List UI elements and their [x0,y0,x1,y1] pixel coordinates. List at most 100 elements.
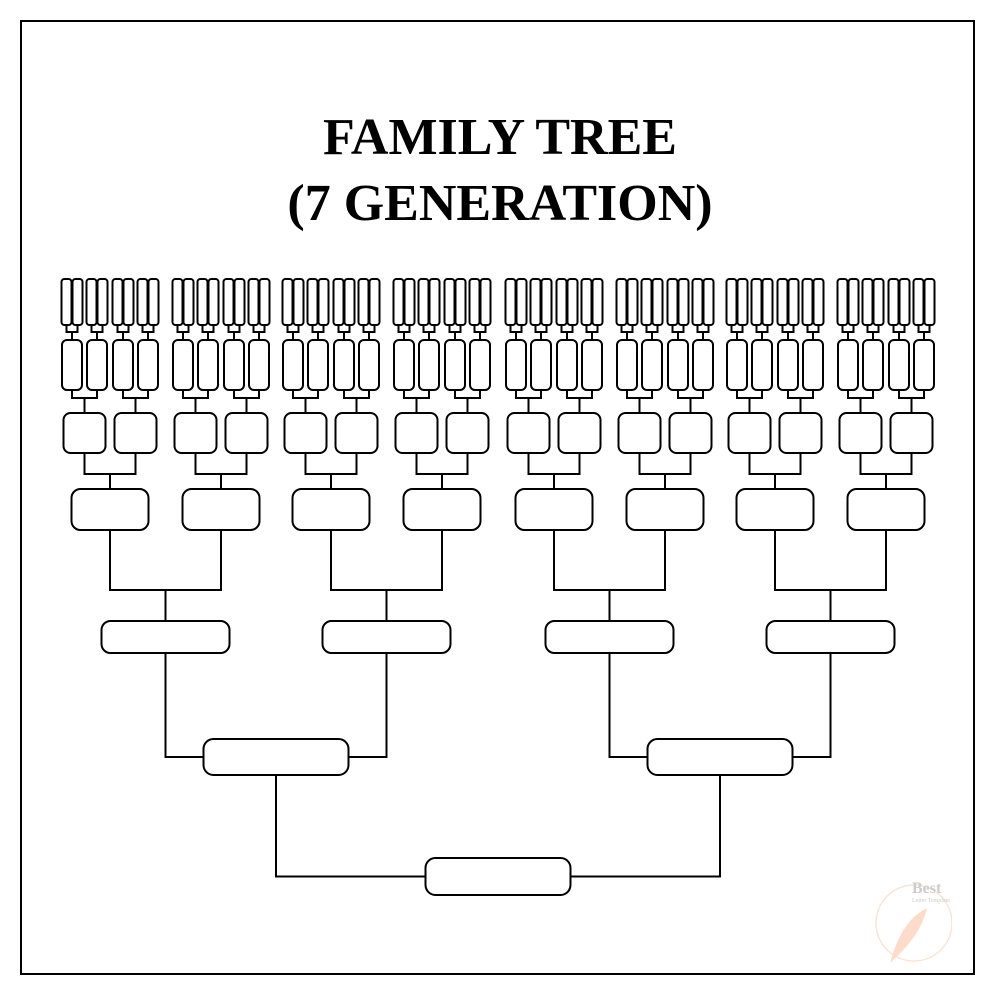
person-box-generation-1[interactable] [424,857,572,896]
person-box-generation-7[interactable] [761,278,774,326]
person-box-generation-7[interactable] [702,278,715,326]
person-box-generation-6[interactable] [692,339,714,391]
person-box-generation-7[interactable] [454,278,467,326]
person-box-generation-7[interactable] [182,278,195,326]
person-box-generation-7[interactable] [923,278,936,326]
person-box-generation-7[interactable] [306,278,319,326]
person-box-generation-7[interactable] [332,278,345,326]
person-box-generation-6[interactable] [333,339,355,391]
person-box-generation-7[interactable] [872,278,885,326]
person-box-generation-6[interactable] [556,339,578,391]
person-box-generation-6[interactable] [86,339,108,391]
person-box-generation-6[interactable] [581,339,603,391]
person-box-generation-7[interactable] [136,278,149,326]
person-box-generation-7[interactable] [887,278,900,326]
person-box-generation-6[interactable] [837,339,859,391]
person-box-generation-5[interactable] [445,412,490,454]
person-box-generation-6[interactable] [726,339,748,391]
person-box-generation-5[interactable] [838,412,883,454]
person-box-generation-4[interactable] [291,488,371,531]
person-box-generation-7[interactable] [428,278,441,326]
person-box-generation-7[interactable] [357,278,370,326]
person-box-generation-7[interactable] [468,278,481,326]
person-box-generation-7[interactable] [615,278,628,326]
person-box-generation-6[interactable] [530,339,552,391]
person-box-generation-6[interactable] [248,339,270,391]
person-box-generation-4[interactable] [514,488,594,531]
person-box-generation-4[interactable] [70,488,150,531]
person-box-generation-5[interactable] [617,412,662,454]
person-box-generation-7[interactable] [787,278,800,326]
person-box-generation-7[interactable] [122,278,135,326]
person-box-generation-7[interactable] [60,278,73,326]
person-box-generation-2[interactable] [646,738,794,776]
person-box-generation-3[interactable] [321,620,452,654]
person-box-generation-4[interactable] [625,488,705,531]
person-box-generation-6[interactable] [913,339,935,391]
person-box-generation-7[interactable] [479,278,492,326]
person-box-generation-5[interactable] [334,412,379,454]
person-box-generation-7[interactable] [750,278,763,326]
person-box-generation-7[interactable] [898,278,911,326]
person-box-generation-2[interactable] [202,738,350,776]
person-box-generation-6[interactable] [751,339,773,391]
person-box-generation-7[interactable] [515,278,528,326]
person-box-generation-7[interactable] [651,278,664,326]
person-box-generation-7[interactable] [343,278,356,326]
person-box-generation-5[interactable] [668,412,713,454]
person-box-generation-7[interactable] [677,278,690,326]
person-box-generation-4[interactable] [735,488,815,531]
person-box-generation-5[interactable] [889,412,934,454]
person-box-generation-5[interactable] [173,412,218,454]
person-box-generation-7[interactable] [443,278,456,326]
person-box-generation-6[interactable] [641,339,663,391]
person-box-generation-7[interactable] [801,278,814,326]
person-box-generation-7[interactable] [736,278,749,326]
person-box-generation-7[interactable] [111,278,124,326]
person-box-generation-7[interactable] [691,278,704,326]
person-box-generation-6[interactable] [469,339,491,391]
person-box-generation-7[interactable] [580,278,593,326]
person-box-generation-6[interactable] [282,339,304,391]
person-box-generation-7[interactable] [96,278,109,326]
person-box-generation-6[interactable] [505,339,527,391]
person-box-generation-7[interactable] [812,278,825,326]
person-box-generation-6[interactable] [307,339,329,391]
person-box-generation-6[interactable] [197,339,219,391]
person-box-generation-6[interactable] [358,339,380,391]
person-box-generation-7[interactable] [640,278,653,326]
person-box-generation-6[interactable] [223,339,245,391]
person-box-generation-7[interactable] [555,278,568,326]
person-box-generation-5[interactable] [113,412,158,454]
person-box-generation-7[interactable] [85,278,98,326]
person-box-generation-3[interactable] [100,620,231,654]
person-box-generation-7[interactable] [836,278,849,326]
person-box-generation-7[interactable] [725,278,738,326]
person-box-generation-7[interactable] [626,278,639,326]
person-box-generation-7[interactable] [776,278,789,326]
person-box-generation-6[interactable] [667,339,689,391]
person-box-generation-6[interactable] [616,339,638,391]
person-box-generation-5[interactable] [283,412,328,454]
person-box-generation-5[interactable] [506,412,551,454]
person-box-generation-7[interactable] [317,278,330,326]
person-box-generation-4[interactable] [846,488,926,531]
person-box-generation-3[interactable] [544,620,675,654]
person-box-generation-7[interactable] [912,278,925,326]
person-box-generation-7[interactable] [281,278,294,326]
person-box-generation-7[interactable] [847,278,860,326]
person-box-generation-7[interactable] [147,278,160,326]
person-box-generation-7[interactable] [566,278,579,326]
person-box-generation-5[interactable] [727,412,772,454]
person-box-generation-6[interactable] [802,339,824,391]
person-box-generation-6[interactable] [862,339,884,391]
person-box-generation-7[interactable] [368,278,381,326]
person-box-generation-7[interactable] [403,278,416,326]
person-box-generation-6[interactable] [112,339,134,391]
person-box-generation-4[interactable] [402,488,482,531]
person-box-generation-7[interactable] [71,278,84,326]
person-box-generation-6[interactable] [172,339,194,391]
person-box-generation-5[interactable] [62,412,107,454]
person-box-generation-5[interactable] [557,412,602,454]
person-box-generation-7[interactable] [666,278,679,326]
